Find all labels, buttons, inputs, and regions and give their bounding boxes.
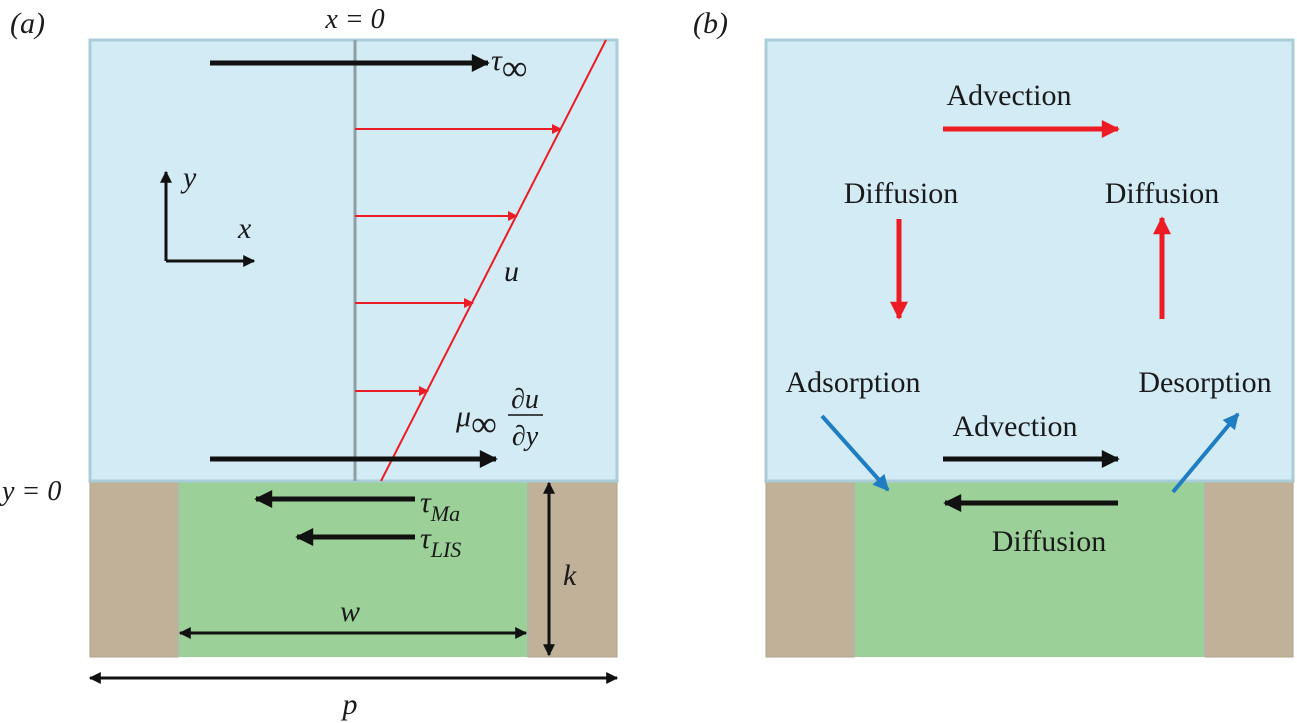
solid-post-left-a (89, 480, 179, 658)
solid-post-right-a (527, 480, 618, 658)
desorption-label: Desorption (1138, 366, 1271, 399)
advection-top-label: Advection (947, 79, 1072, 112)
lubricant-cavity-a (178, 481, 528, 657)
svg-text:∂u: ∂u (511, 384, 539, 415)
axis-y-label: y (180, 161, 197, 194)
dimension-p-label: p (341, 688, 358, 721)
solid-post-left-b (765, 480, 855, 658)
panel-b: (b) Advection Diffusion Diffusion Adsorp… (693, 7, 1295, 658)
diffusion-right-label: Diffusion (1105, 177, 1219, 210)
diffusion-left-label: Diffusion (844, 177, 958, 210)
desorption-arrow (1171, 412, 1240, 494)
svg-text:μ∞: μ∞ (455, 400, 497, 444)
svg-text:∂y: ∂y (512, 421, 539, 452)
advection-bottom-label: Advection (953, 410, 1078, 443)
adsorption-label: Adsorption (786, 366, 921, 399)
adsorption-arrow (820, 414, 890, 492)
velocity-u-label: u (504, 255, 519, 288)
panel-a: (a) x = 0 y = 0 τ∞ x y u μ∞ ∂u (0, 4, 619, 721)
lubricant-cavity-b (854, 481, 1205, 657)
solid-post-right-b (1204, 480, 1294, 658)
velocity-profile-line (380, 39, 607, 482)
dimension-k-label: k (563, 559, 577, 592)
tau-inf-label: τ∞ (491, 44, 527, 88)
fluid-domain-b (764, 38, 1295, 483)
shear-stress-label: μ∞ ∂u ∂y (455, 384, 543, 452)
tau-lis-label: τLIS (420, 522, 461, 562)
tau-ma-label: τMa (420, 486, 460, 526)
x0-label: x = 0 (324, 4, 384, 35)
panel-a-label: (a) (10, 7, 45, 40)
axis-x-label: x (237, 212, 252, 245)
panel-b-label: (b) (693, 7, 728, 40)
diffusion-bottom-label: Diffusion (992, 525, 1106, 558)
y0-label: y = 0 (0, 476, 61, 507)
dimension-w-label: w (340, 595, 360, 628)
